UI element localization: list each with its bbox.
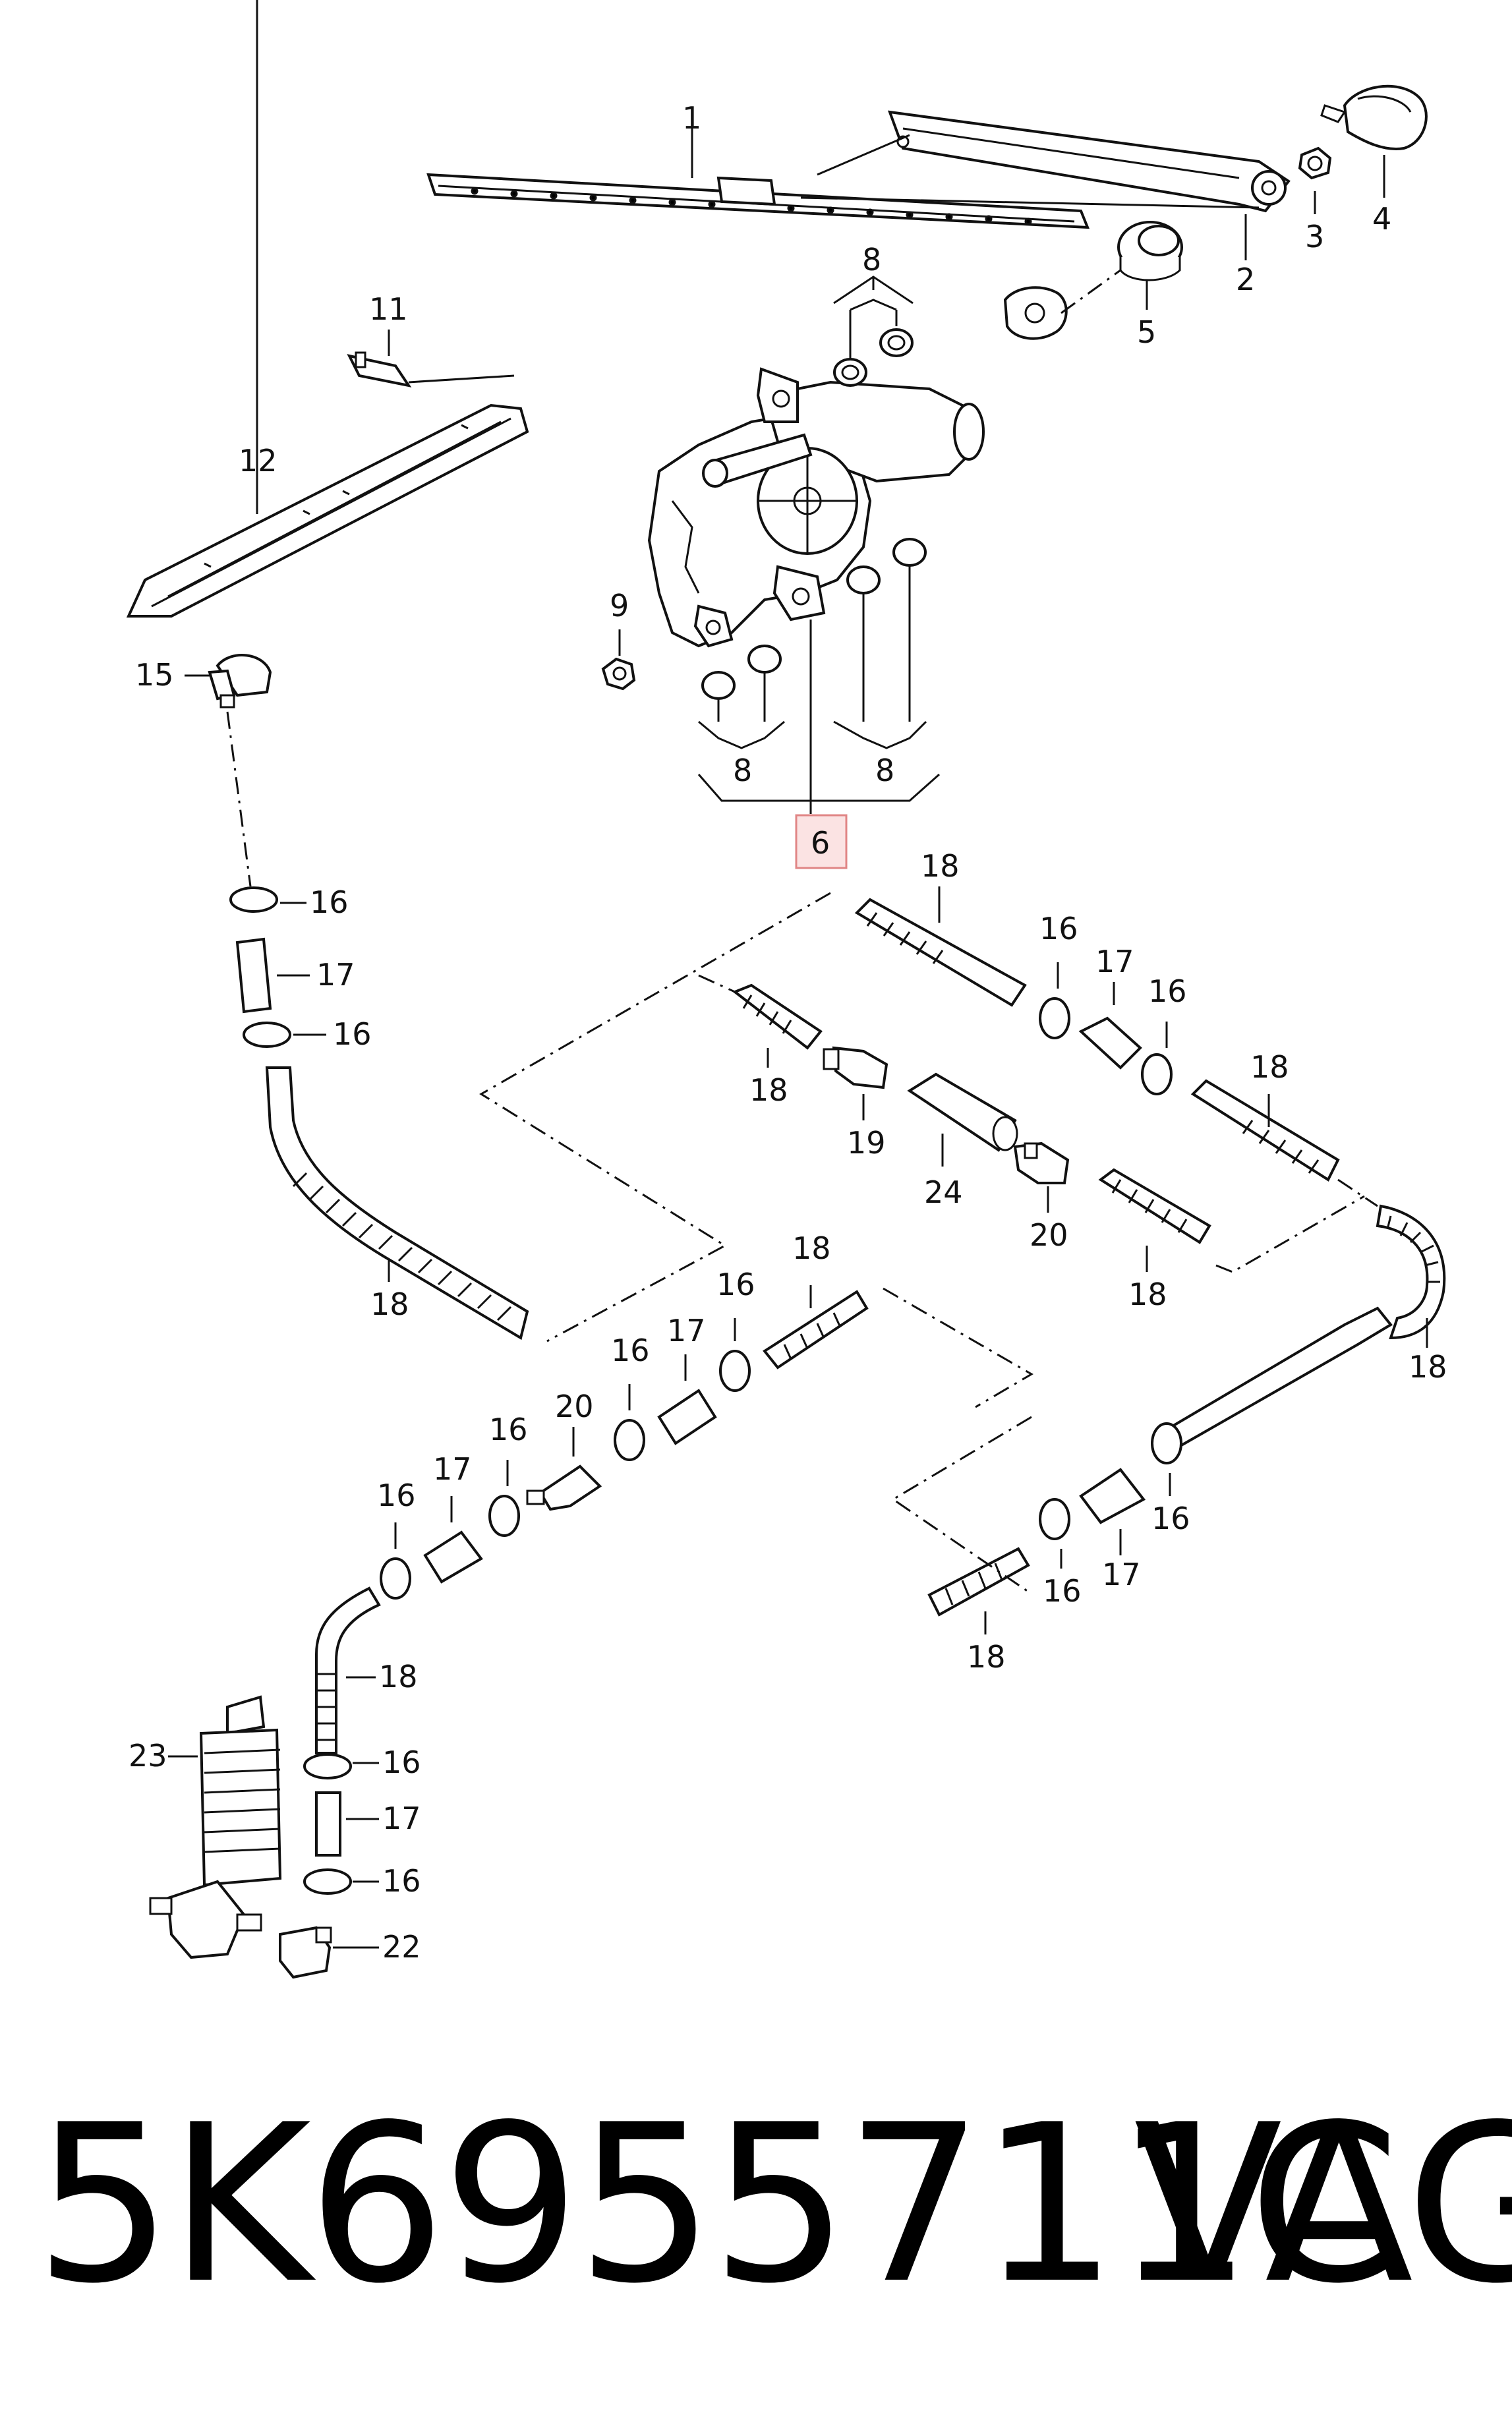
hose-part-18-top-right	[854, 898, 1027, 1007]
hose-connector-part-17-f	[315, 1791, 341, 1857]
callout-16-a: 16	[310, 884, 349, 920]
callout-17-d: 17	[667, 1313, 706, 1348]
callout-9: 9	[610, 588, 629, 623]
callout-11: 11	[369, 291, 408, 327]
callout-16-g: 16	[716, 1267, 755, 1302]
callout-16-j: 16	[377, 1478, 416, 1513]
hose-part-18-mid	[732, 983, 823, 1050]
callout-23: 23	[129, 1738, 167, 1774]
brand-label: VAG	[1134, 2078, 1512, 2331]
hose-part-18-lower-mid	[763, 1290, 869, 1370]
callout-20-lower: 20	[555, 1389, 594, 1424]
callout-16-h: 16	[611, 1333, 650, 1368]
callout-16-d: 16	[1148, 973, 1187, 1009]
grommet-part-5	[1117, 221, 1183, 281]
hose-clip-part-16-c	[1039, 997, 1070, 1039]
brake-light-part-12	[126, 403, 529, 618]
callout-18-top-right: 18	[921, 848, 960, 884]
callout-17-b: 17	[1095, 944, 1134, 979]
cap-part-4	[1320, 84, 1428, 150]
hose-part-18-bottom-left	[315, 1586, 381, 1754]
bushing-set-right	[846, 538, 927, 594]
hose-part-18-far-right	[1157, 1204, 1446, 1452]
callout-8-right: 8	[875, 753, 894, 788]
nut-part-3	[1298, 146, 1332, 180]
callout-17-c: 17	[1102, 1557, 1141, 1592]
callout-16-l: 16	[382, 1863, 421, 1899]
callout-16-i: 16	[489, 1412, 528, 1447]
nut-part-9	[601, 657, 636, 691]
hose-part-18-left	[265, 1066, 529, 1341]
callout-6: 6	[811, 825, 830, 861]
hose-clip-part-16-k	[303, 1753, 352, 1779]
callout-18-left: 18	[370, 1286, 409, 1322]
bushing-set-left	[701, 645, 782, 700]
hose-connector-part-17-d	[657, 1389, 717, 1445]
hose-clip-part-16-f	[1039, 1498, 1070, 1540]
hose-clip-part-16-e	[1151, 1422, 1182, 1464]
connector-part-15	[208, 654, 272, 708]
callout-16-c: 16	[1039, 911, 1078, 946]
callout-18-right: 18	[1250, 1049, 1289, 1085]
hose-clip-part-16-b	[243, 1022, 291, 1048]
callout-18-mid: 18	[749, 1072, 788, 1108]
callout-22: 22	[382, 1929, 421, 1965]
callout-24: 24	[924, 1174, 963, 1210]
hose-clip-part-16-a	[229, 886, 278, 913]
callout-1: 1	[682, 100, 701, 136]
washer-pump-part-23	[149, 1695, 282, 1959]
hose-part-18-mid-right	[1098, 1168, 1211, 1244]
callout-18-lower-mid: 18	[792, 1230, 831, 1266]
hose-part-18-right	[1190, 1079, 1340, 1182]
callout-8-top: 8	[862, 242, 881, 277]
hose-connector-part-17-b	[1078, 1016, 1142, 1070]
connector-part-22	[279, 1926, 332, 1979]
callout-20-mid: 20	[1030, 1217, 1068, 1253]
hose-clip-part-16-h	[614, 1419, 645, 1461]
callout-6-highlight[interactable]: 6	[795, 814, 848, 869]
hose-connector-part-17-c	[1079, 1468, 1146, 1524]
callout-17-e: 17	[433, 1451, 472, 1487]
seal-part	[1003, 286, 1068, 340]
callout-3: 3	[1305, 219, 1324, 254]
valve-part-20-lower	[526, 1464, 602, 1511]
callout-2: 2	[1236, 262, 1255, 297]
hose-connector-part-17-e	[423, 1530, 483, 1584]
callout-19: 19	[847, 1125, 886, 1161]
hose-clip-part-16-l	[303, 1868, 352, 1895]
callout-5: 5	[1137, 314, 1156, 350]
hose-clip-part-16-j	[380, 1557, 411, 1600]
valve-part-19	[823, 1046, 888, 1089]
wiper-arm-part-2	[887, 110, 1291, 213]
callout-18-mid-right: 18	[1128, 1277, 1167, 1312]
callout-4: 4	[1372, 201, 1391, 237]
callout-17-f: 17	[382, 1801, 421, 1836]
valve-part-20-mid	[1013, 1141, 1070, 1184]
hose-connector-part-17-a	[235, 937, 272, 1014]
bulb-part-11	[347, 351, 515, 388]
bushing-set-top	[833, 328, 914, 387]
wiper-motor-part-6	[647, 367, 985, 648]
callout-16-b: 16	[333, 1016, 372, 1052]
hose-clip-part-16-g	[719, 1350, 751, 1392]
callout-17-a: 17	[316, 957, 355, 993]
callout-15: 15	[135, 657, 174, 693]
callout-8-left: 8	[733, 753, 752, 788]
hose-clip-part-16-i	[488, 1495, 520, 1537]
callout-12: 12	[239, 443, 277, 478]
hose-clip-part-16-d	[1141, 1053, 1173, 1095]
callout-16-k: 16	[382, 1745, 421, 1780]
callout-18-bottom-left: 18	[379, 1659, 418, 1694]
callout-16-e: 16	[1151, 1501, 1190, 1536]
part-number-label: 5K6955711C	[34, 2078, 1400, 2331]
callout-18-far-right: 18	[1409, 1349, 1447, 1385]
filter-part-24	[907, 1072, 1018, 1152]
callout-18-bottom-right: 18	[967, 1639, 1006, 1675]
callout-16-f: 16	[1043, 1573, 1082, 1609]
